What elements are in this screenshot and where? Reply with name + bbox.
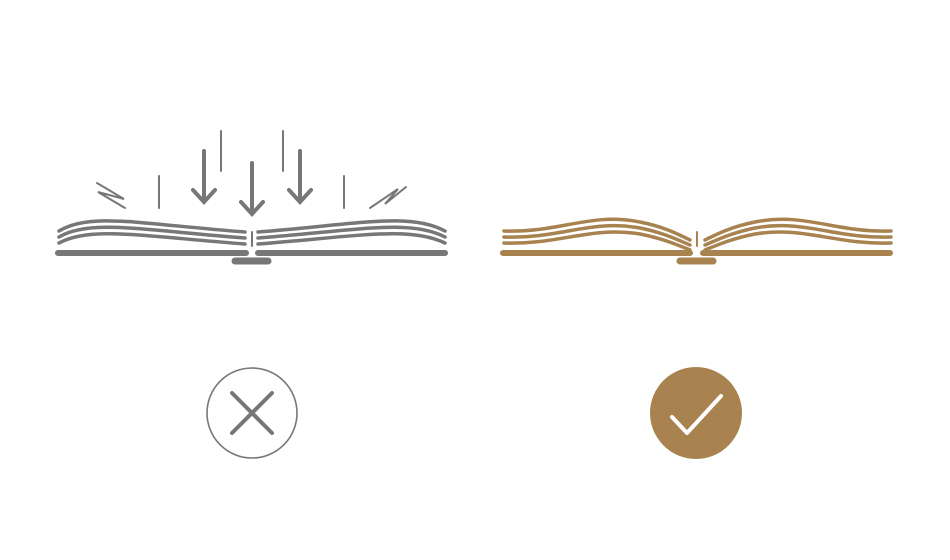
pressed-open-book-icon [55,130,448,265]
pressure-arrows [191,149,313,217]
pages [502,217,893,252]
check-circle-icon [650,367,742,459]
x-circle-icon [206,367,298,459]
open-book-icon [500,217,893,265]
motion-lines [96,130,407,209]
pages [57,219,447,247]
